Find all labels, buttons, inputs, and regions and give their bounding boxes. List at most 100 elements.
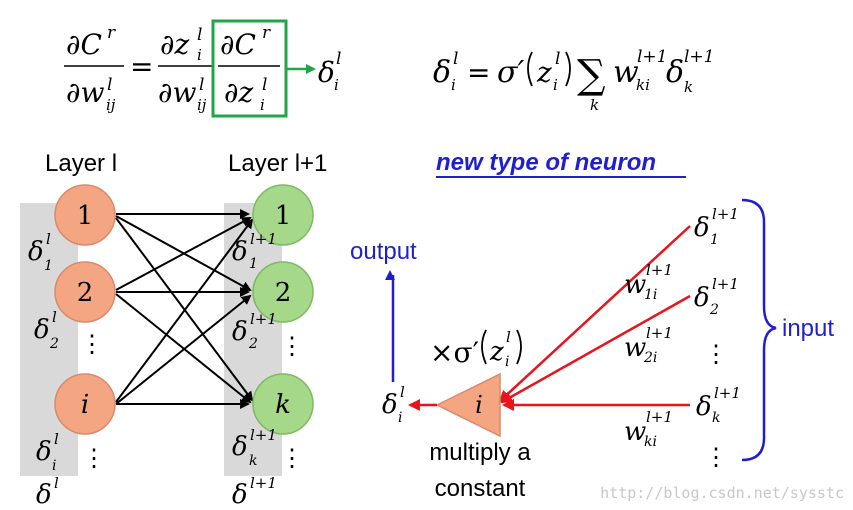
formula-right: δ l i = σ′ z l i ∑ k w l+1 ki δ l+1 k bbox=[433, 47, 715, 114]
connections bbox=[115, 209, 254, 409]
lhs-numerator: ∂C bbox=[66, 28, 102, 61]
input-label: input bbox=[782, 315, 834, 342]
term1-num-sup: l bbox=[197, 25, 202, 45]
term1-numerator: ∂z bbox=[160, 28, 189, 61]
neuron-l1-2-label: 2 bbox=[275, 278, 292, 308]
input-line-2 bbox=[500, 294, 691, 404]
conn-i-1 bbox=[115, 218, 254, 403]
constant-label: constant bbox=[435, 475, 526, 502]
out-delta-sup: l bbox=[400, 383, 405, 401]
delta-l-i-sub: i bbox=[52, 458, 56, 474]
conn-2-1 bbox=[115, 217, 252, 291]
equals-sign-2: = bbox=[467, 56, 490, 89]
delta-sub: i bbox=[451, 76, 456, 94]
ellipsis-l1-2: ⋮ bbox=[280, 444, 304, 472]
watermark: http://blog.csdn.net/sysstc bbox=[600, 484, 844, 502]
new-neuron-diagram: output ×σ′ z l i i δ l i w l+1 1i w l+1 … bbox=[350, 198, 834, 502]
term1-num-sub: i bbox=[197, 46, 202, 64]
term2-den-sup: l bbox=[262, 75, 267, 95]
sigma-prime: σ′ bbox=[497, 55, 524, 90]
conn-i-2 bbox=[115, 294, 252, 405]
conn-2-k bbox=[115, 293, 252, 404]
delta-k-sup: l+1 bbox=[684, 47, 715, 67]
delta-symbol: δ bbox=[433, 55, 451, 90]
z-sub: i bbox=[553, 76, 558, 94]
mult-z-sup: l bbox=[506, 328, 511, 346]
neuron-l1-1-label: 1 bbox=[275, 201, 292, 231]
delta-l1-1-sub: 1 bbox=[249, 256, 258, 272]
mult-paren-close bbox=[516, 329, 522, 365]
input-ellipsis: ⋮ bbox=[704, 340, 728, 368]
triangle-label: i bbox=[475, 391, 483, 419]
paren-open bbox=[527, 51, 533, 87]
delta-l-1-sub: 1 bbox=[44, 258, 53, 274]
term2-numerator: ∂C bbox=[220, 28, 256, 61]
ellipsis-l-1: ⋮ bbox=[80, 330, 104, 358]
neuron-l-i bbox=[54, 373, 116, 435]
equals-sign: = bbox=[130, 50, 153, 83]
delta-l-1: δ bbox=[28, 237, 44, 267]
result-sup: l bbox=[336, 49, 341, 69]
delta-l1-1: δ bbox=[232, 237, 248, 267]
delta-sup: l bbox=[453, 49, 458, 69]
delta-l1-k-sup: l+1 bbox=[250, 426, 277, 444]
lhs-denominator: ∂w bbox=[66, 76, 104, 109]
delta-l-2: δ bbox=[34, 315, 50, 345]
input-delta-1: δ bbox=[694, 213, 710, 243]
weight-ki: w bbox=[624, 417, 646, 447]
input-delta-2-sub: 2 bbox=[709, 302, 719, 318]
lhs-num-sup: r bbox=[107, 23, 116, 43]
delta-l1-vector-sup: l+1 bbox=[250, 474, 277, 492]
out-delta-sub: i bbox=[398, 410, 402, 426]
delta-l-2-sub: 2 bbox=[49, 336, 59, 352]
input-line-1 bbox=[498, 225, 691, 403]
sum-symbol: ∑ bbox=[577, 52, 606, 98]
weight-1i-sub: 1i bbox=[644, 287, 657, 303]
weight-2i: w bbox=[624, 333, 646, 363]
input-brace bbox=[741, 198, 777, 462]
neuron-l-2-label: 2 bbox=[77, 278, 94, 308]
layer-l-band bbox=[20, 203, 78, 476]
term2-denominator: ∂z bbox=[224, 76, 253, 109]
mult-z-sub: i bbox=[505, 354, 509, 370]
layer-l-title: Layer l bbox=[45, 150, 117, 177]
multiply-label: multiply a bbox=[429, 439, 531, 466]
ellipsis-l1-1: ⋮ bbox=[280, 332, 304, 360]
result-delta: δ bbox=[318, 56, 335, 89]
layer-l-neurons: 1 2 i bbox=[54, 184, 116, 435]
z-sup: l bbox=[555, 49, 560, 69]
input-delta-1-sub: 1 bbox=[710, 232, 719, 248]
weight-2i-sub: 2i bbox=[643, 350, 657, 366]
lhs-den-sub: ij bbox=[106, 96, 116, 114]
delta-k-sub: k bbox=[684, 78, 693, 96]
triangle-neuron bbox=[435, 372, 501, 438]
delta-l-vector: δ bbox=[36, 480, 52, 510]
term1-den-sup: l bbox=[199, 75, 204, 95]
delta-l1-2: δ bbox=[232, 317, 248, 347]
neuron-l1-k-label: k bbox=[275, 390, 291, 420]
delta-l-i-sup: l bbox=[54, 430, 59, 448]
neuron-l1-1 bbox=[252, 184, 314, 246]
mult-z: z bbox=[489, 337, 504, 367]
out-delta: δ bbox=[382, 390, 398, 420]
delta-l-2-sup: l bbox=[52, 308, 57, 326]
w-sup: l+1 bbox=[637, 47, 668, 67]
paren-close bbox=[565, 51, 571, 87]
output-label: output bbox=[350, 238, 417, 265]
delta-l1-k-sub: k bbox=[249, 453, 257, 469]
weight-1i: w bbox=[624, 270, 646, 300]
layer-l1-deltas: δ l+1 1 δ l+1 2 ⋮ δ l+1 k ⋮ δ l+1 bbox=[232, 230, 304, 510]
delta-k: δ bbox=[666, 55, 684, 90]
delta-l1-vector: δ bbox=[232, 480, 248, 510]
ellipsis-l-2: ⋮ bbox=[82, 444, 106, 472]
weight-1i-sup: l+1 bbox=[646, 261, 673, 279]
delta-l1-k: δ bbox=[232, 432, 248, 462]
layer-l1-title: Layer l+1 bbox=[228, 150, 327, 177]
z-symbol: z bbox=[536, 56, 552, 89]
delta-l-i: δ bbox=[36, 437, 52, 467]
term1-denominator: ∂w bbox=[158, 76, 196, 109]
input-delta-k-sub: k bbox=[712, 410, 720, 426]
weight-ki-sup: l+1 bbox=[646, 408, 673, 426]
layer-l-deltas: δ l 1 δ l 2 ⋮ δ l i ⋮ δ l bbox=[28, 230, 106, 510]
